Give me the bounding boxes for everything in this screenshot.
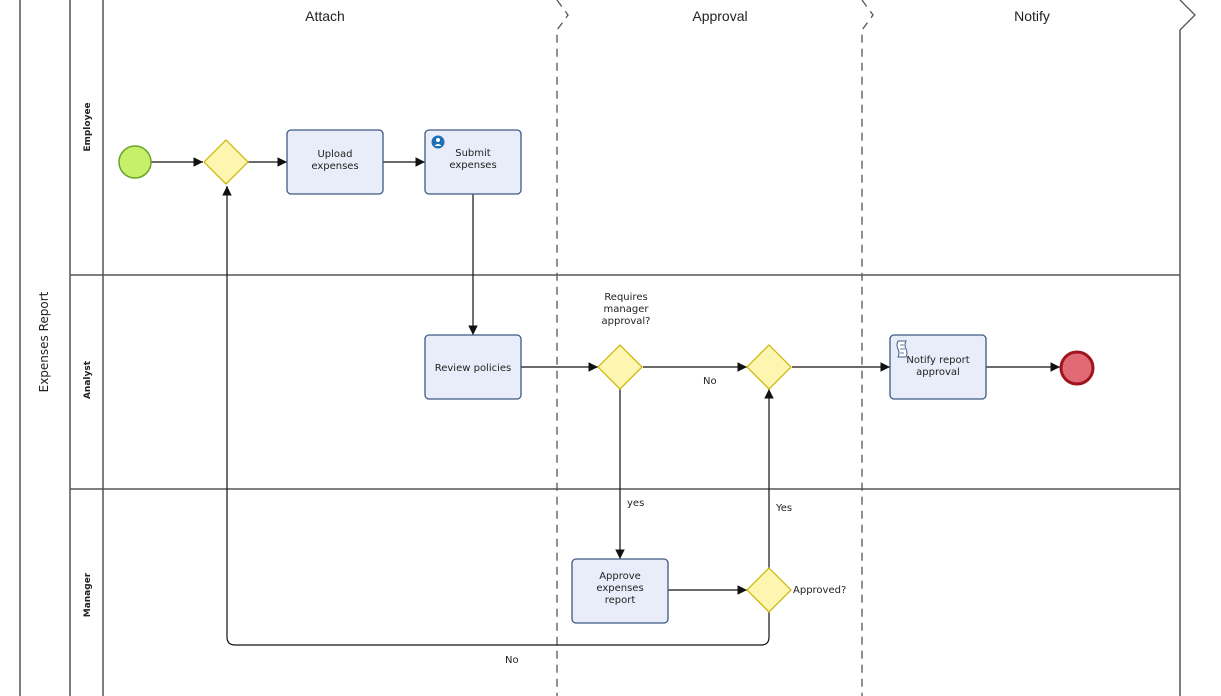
- start-event: [118, 145, 152, 179]
- phase-title-approval: Approval: [692, 8, 747, 24]
- end-event: [1059, 350, 1095, 386]
- script-icon: [896, 340, 908, 358]
- user-icon: [431, 135, 445, 149]
- lane-title-manager: Manager: [83, 572, 93, 617]
- lane-title-employee: Employee: [83, 102, 93, 151]
- loop-merge-gateway: [203, 139, 249, 185]
- approval-merge-gateway: [746, 344, 792, 390]
- task-label: Review policies: [435, 363, 512, 374]
- pool-title: Expenses Report: [37, 291, 51, 392]
- phase-title-attach: Attach: [305, 8, 345, 24]
- task-review-policies: Review policies: [424, 334, 522, 400]
- flow-approved-no: [222, 186, 770, 646]
- flow-label-no-approved: No: [505, 655, 519, 666]
- approved-gateway: [746, 567, 792, 613]
- flow-label-yes-approved: Yes: [775, 503, 792, 514]
- pool-frame: [19, 0, 1181, 696]
- lane-title-analyst: Analyst: [83, 360, 93, 399]
- phase-separators: [556, 0, 1196, 696]
- sequence-flows: [151, 157, 1060, 646]
- approved-label: Approved?: [793, 585, 846, 596]
- flow-label-yes-requires: yes: [627, 498, 644, 509]
- flow-label-no-requires: No: [703, 376, 717, 387]
- phase-title-notify: Notify: [1014, 8, 1050, 24]
- requires-approval-gateway: [597, 344, 643, 390]
